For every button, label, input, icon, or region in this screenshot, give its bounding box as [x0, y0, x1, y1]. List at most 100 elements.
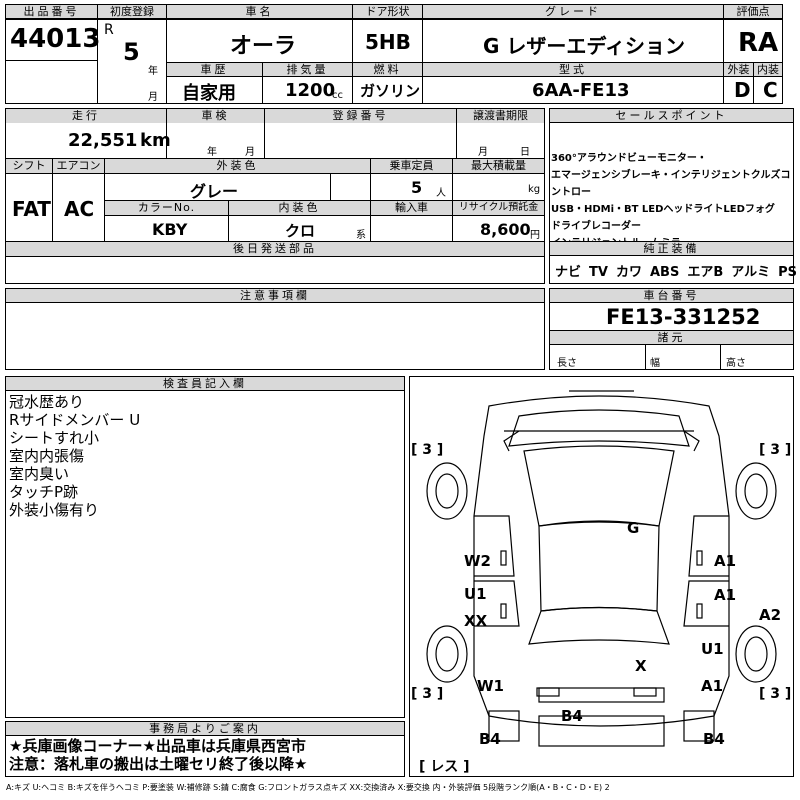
- chassis-number: FE13-331252: [606, 305, 761, 329]
- grade: G レザーエディション: [483, 34, 685, 58]
- history: 自家用: [182, 83, 236, 104]
- damage-mark: A1: [714, 586, 736, 604]
- sales-point-line: エマージェンシブレーキ・インテリジェントクルズコントロー: [551, 170, 791, 198]
- history-label: 車歴: [167, 63, 262, 76]
- inspector-note-line: 外装小傷有り: [9, 501, 100, 519]
- displacement-unit: cc: [332, 90, 343, 101]
- int-color-unit: 系: [356, 230, 366, 241]
- grade-label: グレード: [423, 5, 723, 19]
- sales-points: 360°アラウンドビューモニター・エマージェンシブレーキ・インテリジェントクルズ…: [551, 150, 793, 252]
- model-code: 6AA-FE13: [532, 80, 630, 101]
- equip-list: ナビTVカワABSエアBアルミPSPW: [555, 261, 800, 280]
- dims-label: 諸元: [550, 331, 793, 345]
- damage-mark: A1: [714, 552, 736, 570]
- spec-block: [5, 108, 545, 284]
- damage-mark: U1: [701, 640, 724, 658]
- damage-mark: B4: [561, 707, 583, 725]
- first-reg-year: 5: [123, 38, 140, 66]
- year-unit: 年: [148, 66, 158, 77]
- capacity: 5: [411, 178, 423, 197]
- equip-label: 純正装備: [550, 242, 793, 256]
- ext-color: グレー: [190, 182, 239, 201]
- later-parts-label: 後日発送部品: [6, 242, 544, 256]
- interior-grade: C: [763, 78, 778, 102]
- width-label: 幅: [650, 358, 660, 369]
- exterior-grade: D: [734, 78, 751, 102]
- displacement: 1200: [285, 80, 336, 101]
- shift: FAT: [12, 197, 51, 221]
- rating-label: 評価点: [724, 5, 782, 19]
- color-no-label: カラーNo.: [105, 201, 228, 215]
- inspector-note-line: シートすれ小: [9, 429, 100, 447]
- notes-block: [5, 288, 545, 370]
- car-name-label: 車名: [167, 5, 352, 19]
- damage-mark: U1: [464, 585, 487, 603]
- max-load-unit: kg: [528, 184, 541, 195]
- door-type: 5HB: [365, 30, 411, 54]
- inspector-note-line: 室内臭い: [9, 465, 70, 483]
- office-notes: ★兵庫画像コーナー★出品車は兵庫県西宮市注意：落札車の搬出は土曜セリ終了後以降★: [9, 737, 307, 773]
- inspector-block: [5, 376, 405, 718]
- damage-mark: A2: [759, 606, 781, 624]
- int-color-label: 内装色: [229, 201, 370, 215]
- reg-no-label: 登録番号: [265, 109, 456, 123]
- int-color: クロ: [285, 222, 316, 240]
- sales-block: [549, 108, 794, 284]
- transfer-month-unit: 月: [478, 147, 488, 158]
- header-block: [5, 4, 783, 104]
- tire-mark: [ レス ]: [419, 759, 470, 775]
- equip-item: ABS: [649, 265, 680, 280]
- chassis-block: [549, 288, 794, 370]
- displacement-label: 排気量: [263, 63, 352, 76]
- equip-item: エアB: [687, 265, 724, 280]
- tire-mark: [ 3 ]: [759, 686, 791, 702]
- sales-point-line: ドライブレコーダー: [551, 221, 641, 232]
- import-label: 輸入車: [371, 201, 452, 215]
- notes-label: 注意事項欄: [6, 289, 544, 303]
- sales-label: セールスポイント: [550, 109, 793, 123]
- inspector-label: 検査員記入欄: [6, 377, 404, 391]
- month-unit: 月: [148, 92, 158, 103]
- damage-mark: X: [635, 657, 647, 675]
- inspection-label: 車検: [167, 109, 264, 123]
- ac: AC: [64, 197, 95, 221]
- legend-footer: A:キズ U:ヘコミ B:キズを伴うヘコミ P:要塗装 W:補修跡 S:錆 C:…: [6, 783, 610, 792]
- inspector-note-line: 室内内張傷: [9, 447, 85, 465]
- first-reg-label: 初度登録: [98, 5, 166, 19]
- fuel-label: 燃料: [353, 63, 422, 76]
- tire-mark: [ 3 ]: [759, 442, 791, 458]
- length-label: 長さ: [557, 358, 577, 369]
- equip-item: アルミ: [731, 265, 771, 280]
- office-note-line: 注意：落札車の搬出は土曜セリ終了後以降★: [9, 755, 308, 773]
- damage-mark: B4: [703, 730, 725, 748]
- equip-item: ナビ: [555, 265, 582, 280]
- mileage-label: 走行: [6, 109, 166, 123]
- mileage: 22,551: [68, 130, 138, 151]
- office-note-line: ★兵庫画像コーナー★出品車は兵庫県西宮市: [9, 737, 306, 755]
- door-label: ドア形状: [353, 5, 422, 19]
- inspector-note-line: Rサイドメンバー U: [9, 411, 141, 429]
- chassis-label: 車台番号: [550, 289, 793, 303]
- transfer-day-unit: 日: [520, 147, 530, 158]
- car-name: オーラ: [230, 34, 297, 59]
- recycle-fee: 8,600: [480, 220, 531, 239]
- interior-label: 内装: [754, 63, 782, 76]
- damage-mark: XX: [464, 612, 488, 630]
- max-load-label: 最大積載量: [453, 159, 544, 173]
- sales-point-line: USB・HDMi・BT LEDヘッドライトLEDフォグ: [551, 204, 775, 215]
- height-label: 高さ: [726, 358, 746, 369]
- damage-mark: W2: [464, 552, 491, 570]
- damage-mark: G: [627, 519, 639, 537]
- lot-label: 出品番号: [6, 5, 97, 19]
- ac-label: エアコン: [53, 159, 104, 173]
- mileage-unit: km: [140, 130, 171, 151]
- office-block: [5, 721, 405, 777]
- damage-mark: W1: [477, 677, 504, 695]
- model-label: 型式: [423, 63, 723, 76]
- tire-mark: [ 3 ]: [411, 686, 443, 702]
- damage-mark: A1: [701, 677, 723, 695]
- color-no: KBY: [152, 220, 188, 239]
- era: R: [104, 22, 114, 38]
- capacity-unit: 人: [436, 188, 446, 199]
